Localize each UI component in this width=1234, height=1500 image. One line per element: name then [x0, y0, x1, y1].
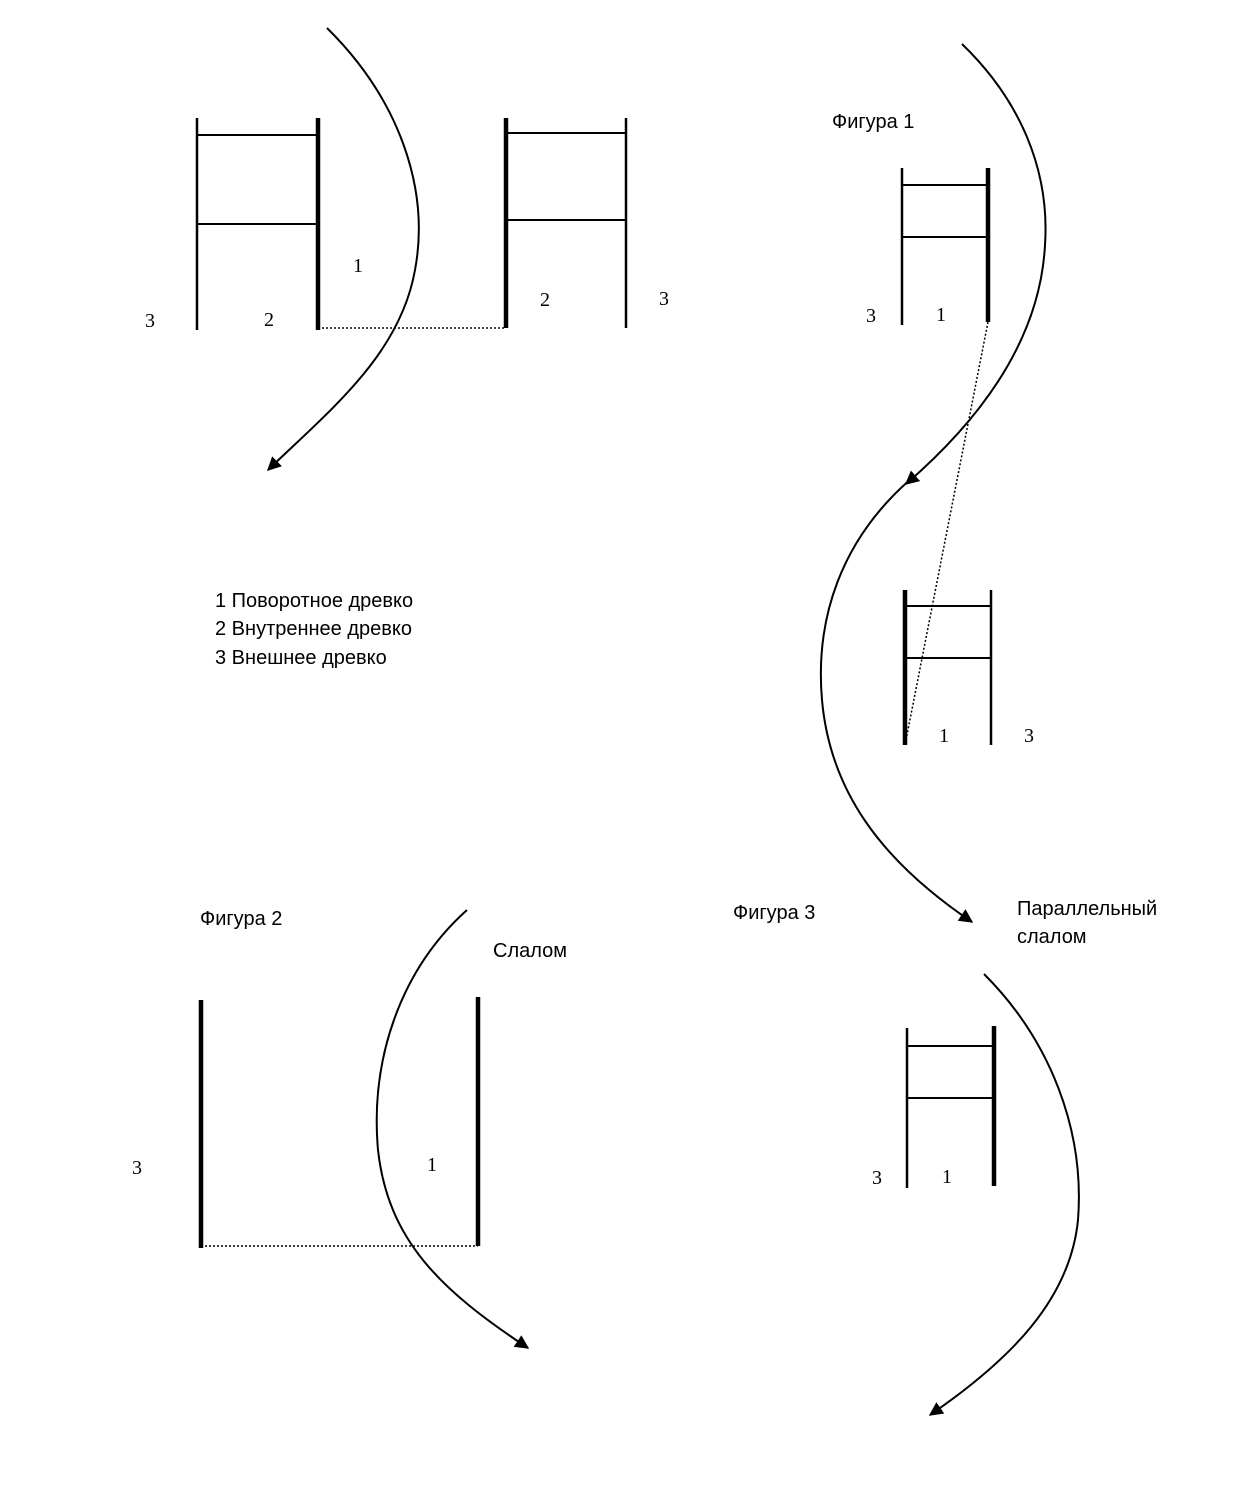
label-outer-pole: 3	[1024, 725, 1034, 747]
figure3-title: Фигура 3	[733, 902, 815, 924]
legend: 1 Поворотное древко 2 Внутреннее древко …	[215, 590, 413, 669]
label-outer-pole: 3	[132, 1157, 142, 1179]
label-inner-pole: 2	[264, 309, 274, 331]
label-outer-pole: 3	[872, 1167, 882, 1189]
label-turning-pole: 1	[353, 255, 363, 277]
figure3-caption: слалом	[1017, 926, 1087, 948]
label-outer-pole: 3	[145, 310, 155, 332]
skier-path-arrow	[266, 27, 420, 471]
slalom-gate: 3 1	[132, 909, 530, 1349]
label-turning-pole: 1	[939, 725, 949, 747]
skier-path-arrow	[928, 973, 1080, 1416]
label-outer-pole: 3	[659, 288, 669, 310]
gate-connector-dotted	[904, 321, 989, 746]
label-inner-pole: 2	[540, 289, 550, 311]
label-outer-pole: 3	[866, 305, 876, 327]
gate-pair-right: 3 1 1 3	[819, 43, 1047, 923]
legend-item: 2 Внутреннее древко	[215, 618, 412, 640]
skier-path-arrow	[904, 43, 1047, 485]
label-turning-pole: 1	[427, 1154, 437, 1176]
parallel-slalom-gate: 3 1	[872, 973, 1080, 1416]
figure2-title: Фигура 2	[200, 908, 282, 930]
figure3-caption: Параллельный	[1017, 898, 1157, 920]
label-turning-pole: 1	[942, 1166, 952, 1188]
figure2-caption: Слалом	[493, 940, 567, 962]
skier-path-arrow	[375, 909, 530, 1349]
legend-item: 1 Поворотное древко	[215, 590, 413, 612]
gate-pair-top-left: 3 2 1 2 3	[145, 27, 669, 471]
legend-item: 3 Внешнее древко	[215, 647, 387, 669]
label-turning-pole: 1	[936, 304, 946, 326]
figure1-title: Фигура 1	[832, 111, 914, 133]
skier-path-arrow	[819, 477, 974, 923]
